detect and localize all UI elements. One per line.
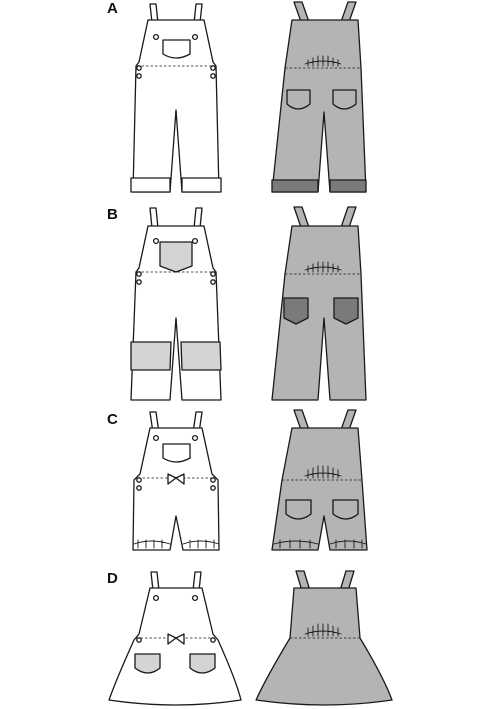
knee-patch-left [130, 341, 172, 371]
side-button-left-2 [136, 279, 142, 285]
view-label-d: D [107, 570, 118, 587]
strap-button-left [152, 434, 160, 442]
skirt-pocket-left [134, 653, 161, 674]
view-c-front [132, 411, 220, 551]
view-c: C [107, 409, 368, 551]
side-button-right-2 [210, 73, 216, 79]
strap-button-left [152, 594, 160, 602]
strap-button-right [191, 434, 199, 442]
bib-pocket [162, 39, 191, 59]
side-button-right [210, 271, 216, 277]
view-d-back [255, 570, 393, 706]
strap-button-right [191, 594, 199, 602]
back-pocket-right [333, 297, 359, 325]
back-body [271, 427, 368, 551]
skirt-pocket-right [189, 653, 216, 674]
pinafore-body [108, 587, 242, 706]
strap-button-left [152, 237, 160, 245]
bow [167, 473, 185, 485]
elastic-shirring [304, 261, 342, 273]
back-pocket-left [286, 89, 311, 110]
side-button-left [136, 271, 142, 277]
back-pocket-right [332, 89, 357, 110]
view-label-b: B [107, 206, 118, 223]
cuff-right [181, 177, 222, 193]
elastic-shirring [304, 55, 342, 67]
elastic-shirring [304, 465, 342, 479]
strap-button-left [152, 33, 160, 41]
bib-pocket [159, 241, 193, 273]
knee-patch-right [180, 341, 222, 371]
view-a: A [107, 0, 367, 193]
view-b-back [271, 206, 367, 401]
side-button-right-2 [210, 485, 216, 491]
strap-button-right [191, 33, 199, 41]
side-button-right-2 [210, 279, 216, 285]
side-button-left-2 [136, 485, 142, 491]
side-button-left-2 [136, 73, 142, 79]
side-button-left [136, 637, 142, 643]
cuff-gather-left [133, 539, 171, 549]
view-a-back [271, 1, 367, 193]
back-pocket-left [283, 297, 309, 325]
view-d: D [107, 570, 393, 706]
back-pocket-right [332, 499, 359, 520]
back-cuff-gather-left [273, 539, 319, 549]
view-c-back [271, 409, 368, 551]
back-pocket-left [285, 499, 312, 520]
view-d-front [108, 571, 242, 706]
cuff-gather-right [182, 539, 220, 549]
back-body [271, 19, 367, 193]
overall-body [132, 427, 220, 551]
view-b: B [107, 206, 367, 401]
side-button-right [210, 65, 216, 71]
back-pinafore-body [255, 587, 393, 706]
side-button-left [136, 65, 142, 71]
side-button-right [210, 637, 216, 643]
view-a-front [130, 3, 222, 193]
overall-body [132, 19, 220, 193]
elastic-shirring [304, 623, 342, 637]
view-b-front [130, 207, 222, 401]
view-label-a: A [107, 0, 118, 17]
bow [167, 633, 185, 645]
side-button-right [210, 477, 216, 483]
view-label-c: C [107, 411, 118, 428]
back-cuff-gather-right [329, 539, 367, 549]
strap-button-right [191, 237, 199, 245]
back-cuff-right [329, 179, 367, 193]
back-body [271, 225, 367, 401]
back-cuff-left [271, 179, 319, 193]
bib-pocket [162, 443, 191, 463]
side-button-left [136, 477, 142, 483]
cuff-left [130, 177, 171, 193]
